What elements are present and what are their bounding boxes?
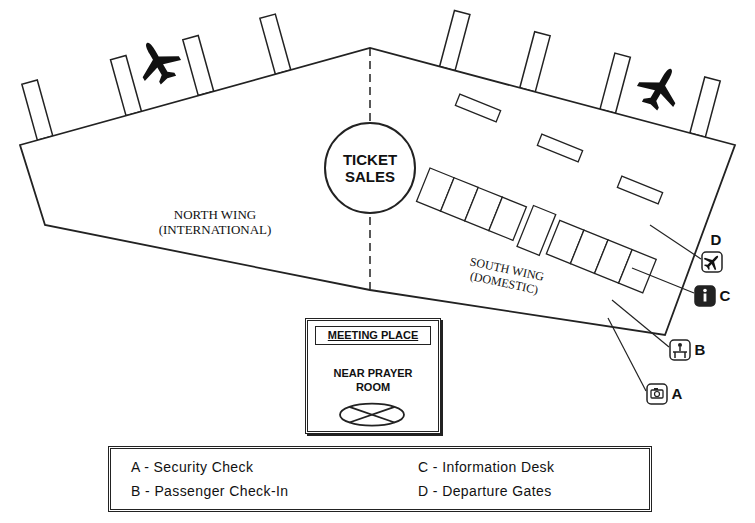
check-in-icon — [678, 343, 682, 347]
wing-label: NORTH WING (INTERNATIONAL) — [140, 207, 290, 238]
check-in-icon — [670, 340, 690, 360]
legend-item: B - Passenger Check-In — [131, 483, 418, 499]
legend-text: B - Passenger Check-In — [131, 483, 288, 499]
security-icon — [651, 390, 663, 398]
node-title: TICKET SALES — [334, 151, 406, 186]
jet-bridge — [260, 14, 291, 74]
legend-text: D - Departure Gates — [418, 483, 552, 499]
security-icon — [647, 384, 667, 404]
legend-box: A - Security Check C - Information Desk B … — [108, 446, 652, 512]
check-in-icon — [674, 352, 676, 358]
airplane — [129, 32, 689, 116]
security-icon — [654, 388, 658, 390]
legend-text: C - Information Desk — [418, 459, 554, 475]
airplane — [631, 58, 689, 116]
prayer-room-mark — [349, 407, 394, 423]
callout-letter: A — [672, 385, 683, 403]
information-icon — [695, 286, 715, 306]
legend-item: A - Security Check — [131, 459, 418, 475]
jet-bridge — [520, 32, 550, 92]
check-in-icon — [670, 340, 690, 360]
jet-bridge — [600, 53, 630, 113]
gate-desk — [455, 94, 500, 122]
gate-desk — [455, 94, 662, 204]
departure-icon — [701, 250, 724, 273]
check-in-icon — [684, 352, 686, 358]
legend-item: C - Information Desk — [418, 459, 641, 475]
jet-bridge — [690, 77, 720, 137]
information-icon — [704, 294, 707, 302]
departure-icon — [701, 250, 724, 273]
box-note: NEAR PRAYER ROOM — [327, 367, 419, 395]
check-in-icon — [679, 347, 681, 351]
check-in-counter — [489, 197, 527, 240]
callout-letter: C — [720, 287, 731, 305]
jet-bridge — [22, 80, 53, 140]
security-icon — [647, 384, 667, 404]
information-icon — [695, 286, 715, 306]
legend-item: D - Departure Gates — [418, 483, 641, 499]
security-icon — [655, 392, 660, 397]
leader-line — [650, 225, 701, 259]
terminal-outline — [20, 48, 735, 335]
gate-desk — [537, 134, 582, 162]
leader-line — [632, 268, 694, 293]
leader-line — [608, 318, 646, 391]
jet-bridge — [440, 10, 470, 70]
airplane — [129, 32, 187, 90]
meeting-place-box: MEETING PLACE NEAR PRAYER ROOM — [305, 318, 441, 434]
prayer-room-mark — [349, 407, 394, 423]
wing-label: SOUTH WING (DOMESTIC) — [456, 252, 555, 300]
callout-letter: D — [711, 231, 722, 249]
ticket-sales-circle: TICKET SALES — [324, 122, 416, 214]
gate-desk — [617, 176, 662, 204]
leader-line — [612, 300, 669, 347]
information-icon — [703, 289, 707, 293]
legend-text: A - Security Check — [131, 459, 253, 475]
jet-bridge — [111, 55, 142, 115]
check-in-counter — [619, 250, 657, 293]
jet-bridge — [183, 35, 214, 95]
box-heading: MEETING PLACE — [315, 326, 431, 345]
leader-line — [608, 225, 701, 391]
prayer-room-mark — [340, 404, 404, 426]
callout-letter: B — [695, 341, 706, 359]
prayer-room-mark — [340, 404, 404, 426]
